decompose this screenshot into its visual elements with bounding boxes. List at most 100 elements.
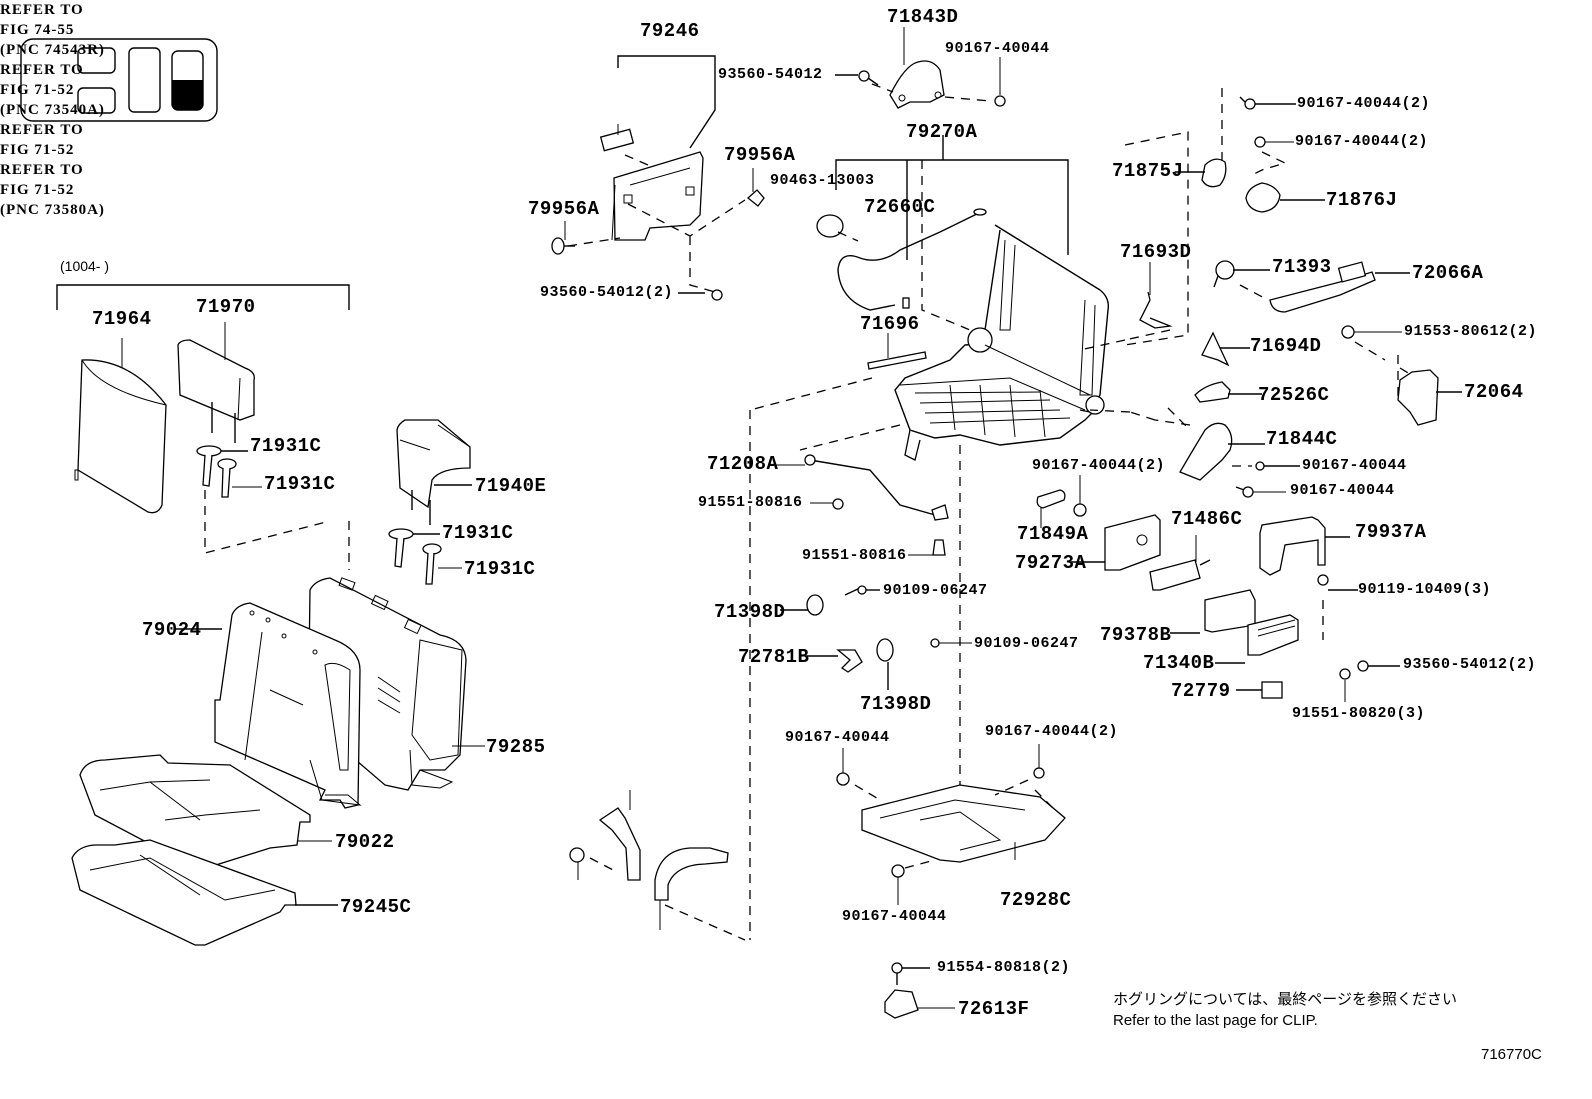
rod-71696 bbox=[867, 333, 927, 370]
cover-71844C bbox=[1167, 407, 1265, 481]
part-label-71931C-4: 71931C bbox=[464, 558, 536, 580]
part-label-90167-40044-top: 90167-40044 bbox=[945, 40, 1050, 57]
refer-note-fig-71-52-c: REFER TO FIG 71-52 (PNC 73580A) bbox=[0, 162, 105, 218]
part-label-71964: 71964 bbox=[92, 308, 152, 330]
part-label-71931C-1: 71931C bbox=[250, 435, 322, 457]
headrest-guides-right bbox=[388, 528, 462, 585]
bracket-72613F bbox=[884, 962, 955, 1019]
cover-71875J bbox=[1175, 158, 1227, 188]
screw-93560-54012-2b bbox=[1357, 660, 1400, 672]
part-label-71940E: 71940E bbox=[475, 475, 547, 497]
refer-note-fig-71-52-b: REFER TO FIG 71-52 bbox=[0, 122, 84, 158]
part-label-90167-40044-2c: 90167-40044(2) bbox=[1032, 457, 1166, 474]
screw-91551-80820-3 bbox=[1339, 668, 1351, 702]
date-range-bracket bbox=[56, 284, 350, 310]
part-label-71844C: 71844C bbox=[1266, 428, 1338, 450]
part-label-72064: 72064 bbox=[1464, 381, 1524, 403]
screw-90167-40044-top bbox=[944, 57, 1006, 107]
clip-79956A-left bbox=[551, 221, 575, 255]
part-label-90463-13003: 90463-13003 bbox=[770, 172, 875, 189]
dash-right-column bbox=[1124, 131, 1189, 346]
part-label-93560-54012-2: 93560-54012(2) bbox=[540, 284, 674, 301]
screw-90167-40044-2a bbox=[1239, 96, 1296, 110]
part-label-91554-80818-2: 91554-80818(2) bbox=[937, 959, 1071, 976]
part-label-71340B: 71340B bbox=[1143, 652, 1215, 674]
bracket-79246 bbox=[617, 55, 716, 149]
part-label-71876J: 71876J bbox=[1326, 189, 1398, 211]
clip-71393 bbox=[1213, 260, 1270, 301]
part-label-71931C-3: 71931C bbox=[442, 522, 514, 544]
screw-91553-80612-2 bbox=[1341, 325, 1421, 400]
screw-90167-40044-r2 bbox=[1235, 486, 1286, 498]
release-79378B bbox=[1170, 589, 1256, 634]
nut-72779 bbox=[1236, 681, 1283, 699]
lock-71340B bbox=[1215, 614, 1299, 664]
seat-position-indicator bbox=[20, 38, 218, 122]
part-label-72526C: 72526C bbox=[1258, 384, 1330, 406]
part-label-79273A: 79273A bbox=[1015, 552, 1087, 574]
part-label-79245C: 79245C bbox=[340, 896, 412, 918]
part-label-72066A: 72066A bbox=[1412, 262, 1484, 284]
cable-72660C bbox=[837, 208, 987, 311]
part-label-79024: 79024 bbox=[142, 619, 202, 641]
screw-90167-40044-2c bbox=[1073, 475, 1087, 517]
screw-91551-80816-b bbox=[908, 539, 946, 556]
part-label-71970: 71970 bbox=[196, 296, 256, 318]
bracket-79270A bbox=[835, 135, 1069, 260]
headrest-guides-left bbox=[196, 445, 262, 498]
seat-cushion-pad-79245C bbox=[71, 839, 338, 946]
part-label-79022: 79022 bbox=[335, 831, 395, 853]
cover-71693D bbox=[1139, 262, 1173, 329]
screw-90167-40044-bl bbox=[836, 748, 881, 801]
screw-90167-40044-r1 bbox=[1232, 461, 1300, 471]
cover-79937A bbox=[1259, 516, 1350, 576]
part-label-71693D: 71693D bbox=[1120, 241, 1192, 263]
headrest-71940E bbox=[396, 419, 472, 525]
leader-dash-71931C bbox=[204, 490, 350, 570]
part-label-79285: 79285 bbox=[486, 736, 546, 758]
hog-ring-90463-13003 bbox=[816, 214, 859, 242]
cover-72781B bbox=[805, 649, 863, 673]
headrest-cover-71964 bbox=[74, 338, 167, 514]
part-label-79270A: 79270A bbox=[906, 121, 978, 143]
part-label-71486C: 71486C bbox=[1171, 508, 1243, 530]
part-label-91551-80816-a: 91551-80816 bbox=[698, 494, 803, 511]
hinge-71398D-a bbox=[780, 594, 824, 616]
seat-belt-buckle-b bbox=[654, 847, 729, 930]
part-label-72660C: 72660C bbox=[864, 196, 936, 218]
part-label-79956A-right: 79956A bbox=[724, 144, 796, 166]
screw-90167-40044-2d bbox=[994, 744, 1056, 811]
bolt-90109-06247-a bbox=[844, 585, 880, 596]
belt-guide-71843D bbox=[889, 27, 945, 109]
strap-72066A bbox=[1269, 261, 1410, 313]
screw-90167-40044-2b bbox=[1249, 136, 1294, 177]
part-label-79378B: 79378B bbox=[1100, 624, 1172, 646]
part-label-90167-40044-bl: 90167-40044 bbox=[785, 729, 890, 746]
screw-91551-80816-a bbox=[810, 498, 844, 510]
date-range-label: (1004- ) bbox=[60, 258, 110, 274]
part-label-79956A-left: 79956A bbox=[528, 198, 600, 220]
part-label-71843D: 71843D bbox=[887, 6, 959, 28]
clip-note-japanese: ホグリングについては、最終ページを参照ください bbox=[1113, 991, 1457, 1008]
screw-93560-54012-top bbox=[835, 70, 894, 93]
cover-71694D bbox=[1201, 331, 1250, 367]
part-label-72928C: 72928C bbox=[1000, 889, 1072, 911]
refer-note-fig-74-55: REFER TO FIG 74-55 (PNC 74543R) bbox=[0, 2, 105, 58]
headrest-71970 bbox=[177, 322, 255, 443]
seat-belt-buckle-a bbox=[598, 790, 641, 881]
figure-code: 716770C bbox=[1481, 1046, 1542, 1063]
seat-cushion-cover-79022 bbox=[79, 754, 332, 871]
bolt-90109-06247-b bbox=[930, 638, 972, 648]
seat-frame-79270A bbox=[894, 224, 1110, 461]
part-label-71208A: 71208A bbox=[707, 453, 779, 475]
screw-90119-10409-3 bbox=[1317, 574, 1358, 640]
part-label-71696: 71696 bbox=[860, 313, 920, 335]
trim-panel bbox=[599, 124, 704, 241]
part-label-90167-40044-r1: 90167-40044 bbox=[1302, 457, 1407, 474]
part-label-93560-54012-2b: 93560-54012(2) bbox=[1403, 656, 1537, 673]
knob-71849A bbox=[1036, 489, 1066, 528]
cover-72526C bbox=[1194, 381, 1262, 403]
clip-note-english: Refer to the last page for CLIP. bbox=[1113, 1012, 1318, 1029]
part-label-71398D-a: 71398D bbox=[714, 601, 786, 623]
